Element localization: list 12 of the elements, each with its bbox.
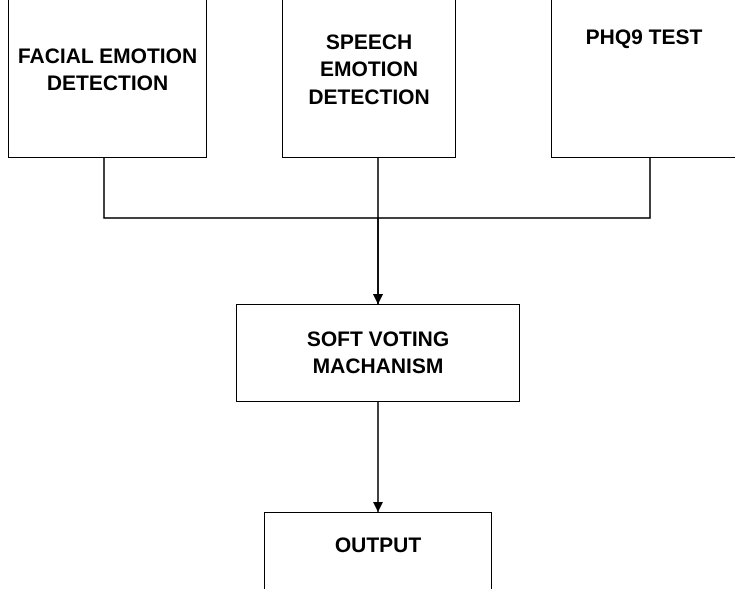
arrow	[373, 402, 383, 512]
process-box	[236, 304, 520, 402]
box-label: PHQ9 TEST	[584, 25, 704, 52]
box-label: SPEECH EMOTION DETECTION	[307, 30, 431, 111]
box-label: OUTPUT	[334, 533, 422, 560]
arrow	[373, 158, 651, 304]
process-box	[264, 512, 492, 589]
process-box	[551, 0, 735, 158]
box-label: FACIAL EMOTION DETECTION	[16, 44, 198, 97]
process-box	[8, 0, 207, 158]
process-box	[282, 0, 456, 158]
box-label: SOFT VOTING MACHANISM	[306, 326, 450, 380]
